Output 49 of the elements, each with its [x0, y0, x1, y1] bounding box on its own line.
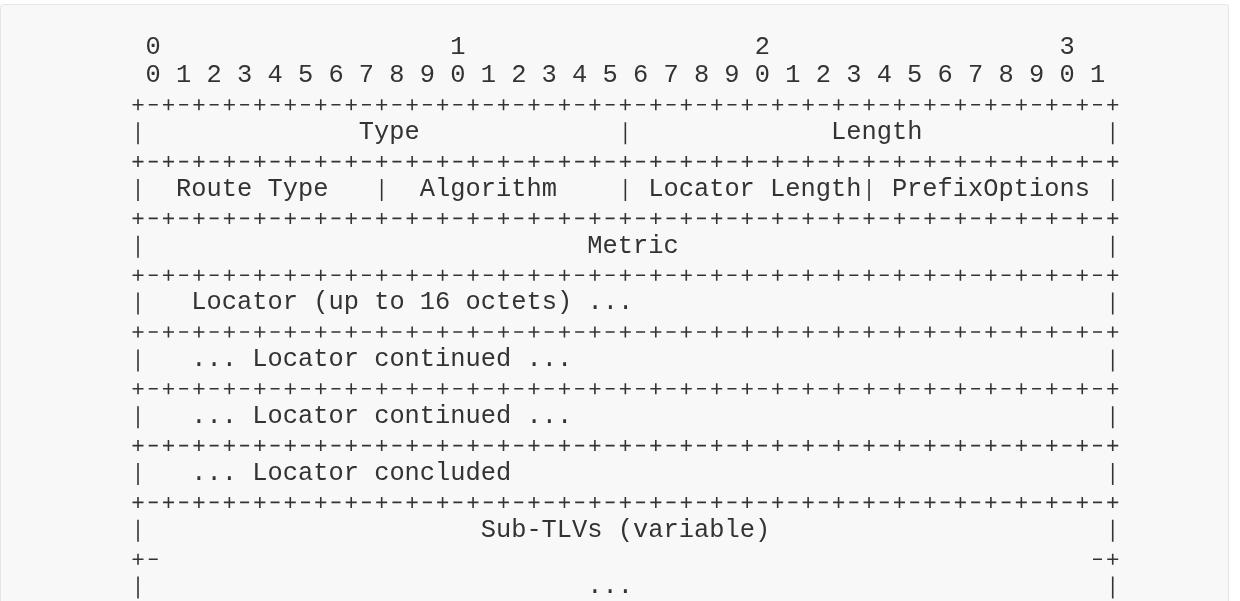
bit-number: 3 — [846, 62, 862, 91]
bit-number: 9 — [1028, 62, 1045, 91]
continuation-text: ... — [587, 573, 633, 601]
bit-decade-number: 3 — [1059, 33, 1075, 63]
bit-number: 3 — [237, 62, 253, 91]
bit-number: 4 — [876, 62, 892, 91]
bit-number: 2 — [511, 62, 527, 91]
bit-number: 9 — [419, 62, 435, 91]
bit-number: 7 — [358, 62, 375, 91]
bit-number: 5 — [907, 62, 923, 91]
field-label: ... Locator continued ... — [191, 346, 573, 375]
field-label: Locator Length — [648, 175, 862, 205]
bit-number: 5 — [602, 62, 618, 91]
bit-number: 7 — [968, 62, 984, 91]
field-label: ... Locator continued ... — [191, 403, 573, 432]
bit-number: 1 — [176, 62, 192, 91]
bit-number: 3 — [541, 62, 557, 91]
field-label: ... Locator concluded — [191, 459, 512, 489]
field-label: Metric — [587, 232, 679, 261]
field-label: Locator (up to 16 octets) ... — [191, 289, 634, 318]
bit-decade-number: 0 — [145, 33, 161, 63]
bit-decade-number: 2 — [754, 33, 771, 63]
bit-decade-number: 1 — [450, 33, 466, 63]
bit-number: 6 — [328, 62, 344, 91]
field-label: Sub-TLVs (variable) — [480, 516, 771, 545]
field-label: PrefixOptions — [891, 175, 1090, 205]
field-label: Type — [358, 119, 420, 148]
field-label: Algorithm — [419, 175, 557, 205]
bit-number: 5 — [297, 62, 314, 91]
bit-number: 7 — [663, 62, 679, 91]
bit-number: 6 — [937, 62, 953, 91]
bit-number: 2 — [206, 62, 222, 91]
bit-number: 6 — [632, 62, 649, 91]
bit-number: 0 — [145, 62, 161, 91]
bit-number: 1 — [1089, 62, 1106, 91]
field-label: Length — [830, 119, 923, 148]
bit-number: 1 — [785, 62, 801, 91]
bit-number: 0 — [450, 62, 466, 91]
bit-number: 1 — [480, 62, 496, 91]
bit-number: 0 — [754, 62, 771, 91]
bit-number: 9 — [724, 62, 740, 91]
bit-number: 2 — [815, 62, 831, 91]
bit-number: 4 — [267, 62, 283, 91]
bit-number: 4 — [572, 62, 588, 91]
field-label: Route Type — [176, 175, 329, 205]
bit-number: 8 — [389, 62, 405, 91]
bit-number: 8 — [998, 62, 1014, 91]
bit-number: 8 — [693, 62, 710, 91]
bit-number: 0 — [1059, 62, 1075, 91]
